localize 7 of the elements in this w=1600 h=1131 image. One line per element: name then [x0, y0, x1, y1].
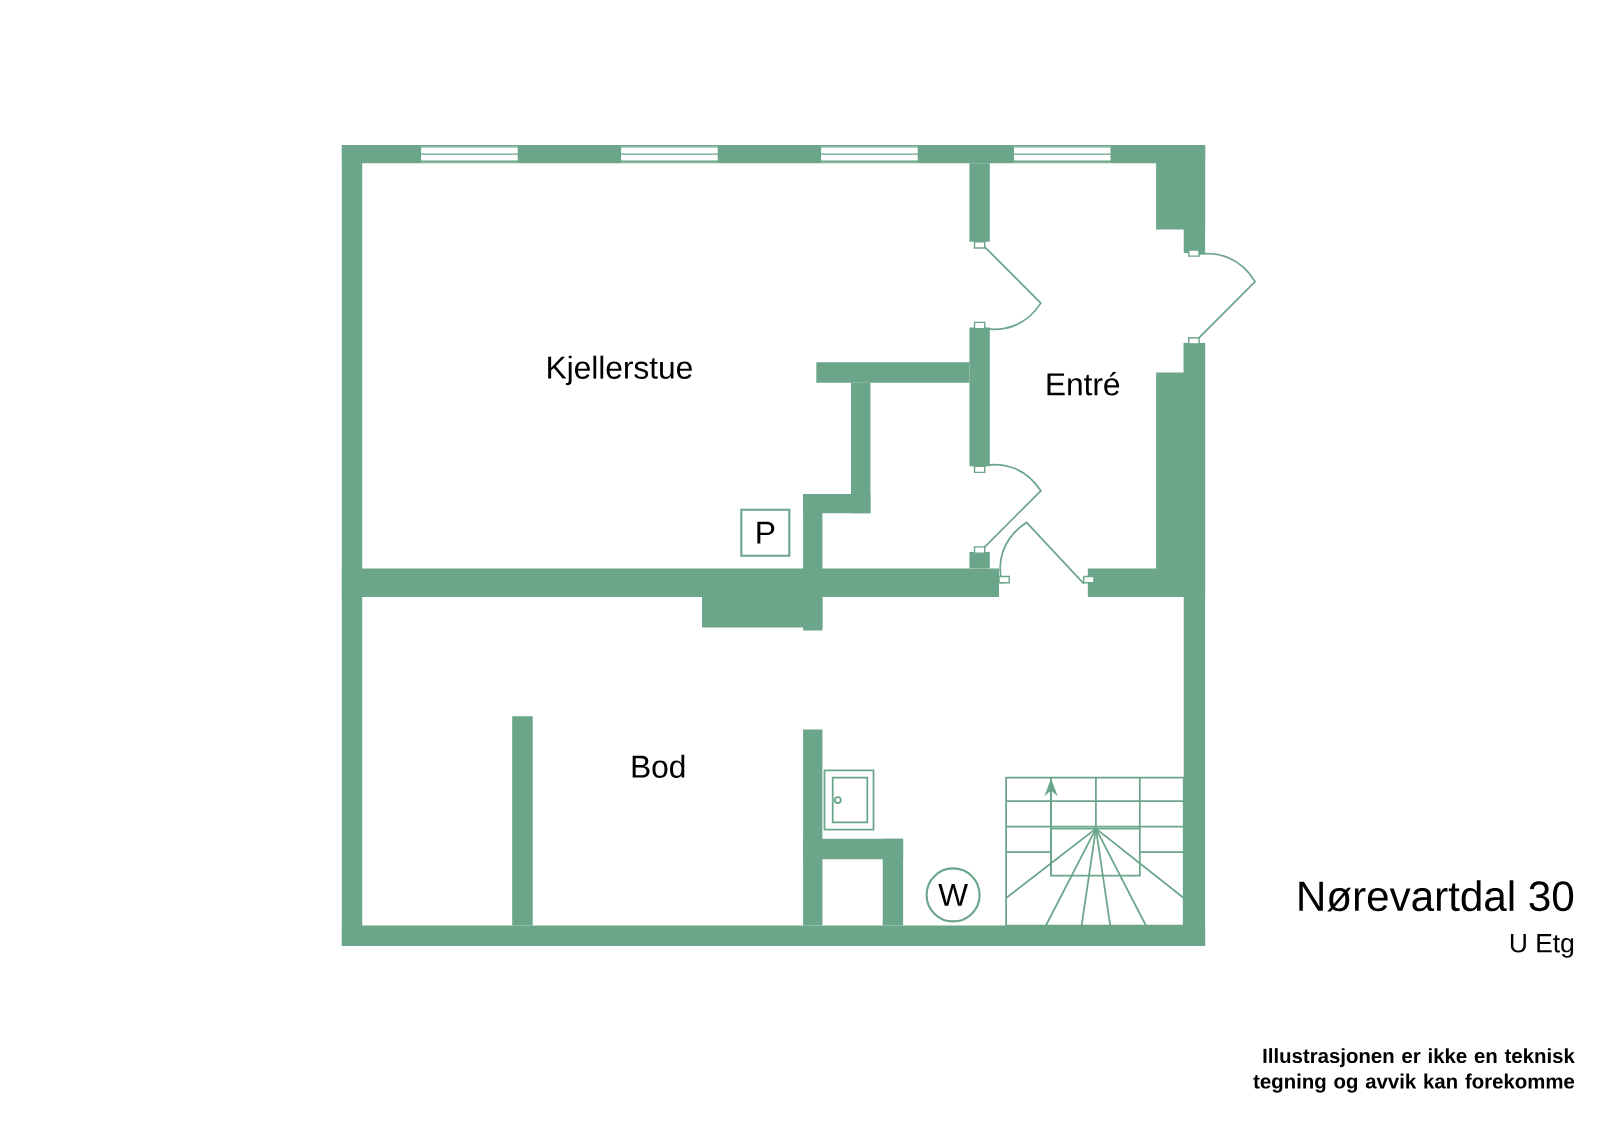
disclaimer-text: Illustrasjonen er ikke en teknisk tegning og avvik kan forekomme	[1253, 1048, 1575, 1093]
floor-label: U Etg	[1510, 934, 1574, 958]
room-label: Entré	[1047, 371, 1120, 396]
address-title: Nørevartdal 30	[1299, 880, 1574, 912]
label-box: P	[740, 508, 791, 557]
room-label: Kjellerstue	[548, 355, 692, 386]
room-label: Bod	[632, 754, 685, 778]
